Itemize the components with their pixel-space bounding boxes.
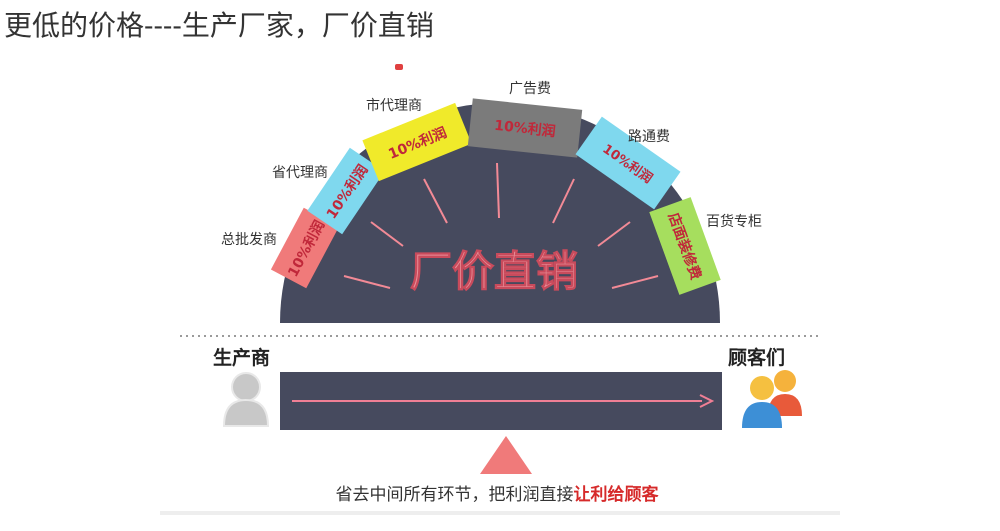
fulcrum-triangle	[480, 436, 532, 474]
page-title: 更低的价格----生产厂家，厂价直销	[4, 9, 434, 42]
bottom-caption: 省去中间所有环节，把利润直接让利给顾客	[336, 484, 660, 505]
segment-tag: 10%利润	[493, 117, 556, 140]
layer-label: 广告费	[509, 81, 551, 97]
bottom-baseline	[160, 511, 840, 515]
customers-label: 顾客们	[728, 346, 785, 369]
layer-label: 市代理商	[366, 97, 422, 114]
customers-group-icon	[742, 370, 802, 428]
layer-label: 省代理商	[272, 165, 328, 181]
layer-label: 路通费	[628, 129, 670, 145]
bottom-caption-part1: 省去中间所有环节，把利润直接	[336, 485, 574, 505]
segment-advertising: 10%利润	[467, 98, 583, 158]
layer-label: 总批发商	[221, 232, 277, 248]
center-label: 厂价直销	[410, 247, 578, 296]
arrowhead-icon	[699, 394, 715, 408]
bottom-caption-part2: 让利给顾客	[574, 484, 660, 505]
producer-person-icon	[222, 372, 270, 427]
top-mark	[395, 64, 403, 70]
segment-city-agent: 10%利润	[362, 102, 472, 182]
segment-department-counter: 店面装修费	[649, 197, 721, 295]
radial-lines	[343, 162, 659, 289]
layer-label: 百货专柜	[706, 213, 762, 230]
producer-label: 生产商	[213, 346, 270, 369]
